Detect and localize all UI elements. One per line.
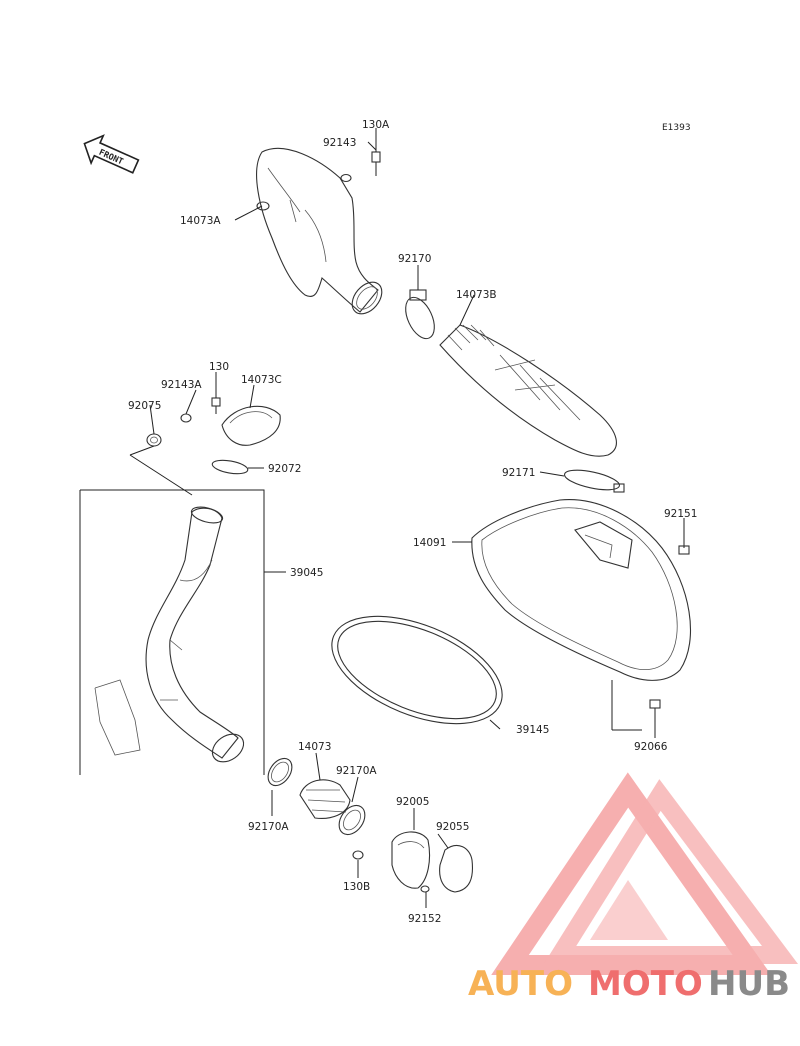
- part-label: 92005: [396, 796, 429, 808]
- duct-14073b: [439, 324, 617, 457]
- bolt-92066: [649, 699, 661, 722]
- part-label: 130B: [343, 881, 370, 893]
- leader-lines: [129, 128, 685, 908]
- svg-text:FRONT: FRONT: [97, 148, 124, 168]
- front-arrow-icon: FRONT: [83, 134, 140, 174]
- watermark-auto: AUTO: [468, 964, 573, 1004]
- cover-14091: [471, 499, 691, 681]
- clamp-92170: [405, 289, 435, 340]
- bolt-92151: [678, 530, 690, 555]
- part-label: 92170A: [336, 765, 377, 777]
- boot-14073: [299, 779, 351, 819]
- part-label: 14073: [298, 741, 331, 753]
- assembly-bracket: [79, 489, 265, 775]
- duct-92005: [391, 831, 431, 889]
- part-label: 92170A: [248, 821, 289, 833]
- watermark-logo-mark: [491, 772, 798, 975]
- part-label: 92143: [323, 137, 356, 149]
- part-label: 92143A: [161, 379, 202, 391]
- part-label: 39145: [516, 724, 549, 736]
- belt-39145: [331, 615, 503, 725]
- part-label: 92171: [502, 467, 535, 479]
- duct-39045: [145, 506, 245, 763]
- part-label: 92152: [408, 913, 441, 925]
- diagram-code: E1393: [662, 123, 691, 133]
- part-label: 92075: [128, 400, 161, 412]
- part-label: 14073C: [241, 374, 282, 386]
- clamp-92170a-right: [338, 804, 366, 836]
- part-label: 130A: [362, 119, 390, 131]
- part-label: 39045: [290, 567, 323, 579]
- part-label: 14073B: [456, 289, 497, 301]
- duct-14073a: [256, 147, 383, 315]
- part-label: 92170: [398, 253, 431, 265]
- part-label: 14091: [413, 537, 446, 549]
- clamp-92072: [211, 459, 249, 475]
- part-label: 14073A: [180, 215, 221, 227]
- watermark-moto: MOTO: [588, 964, 703, 1004]
- gasket-sheet: [94, 679, 141, 756]
- clamp-92170a-left: [267, 757, 293, 787]
- part-labels: 130A 92143 14073A 92170 14073B 130 92143…: [128, 119, 697, 925]
- gasket-92055: [439, 845, 474, 893]
- watermark-hub: HUB: [708, 964, 790, 1004]
- part-label: 130: [209, 361, 229, 373]
- part-label: 92151: [664, 508, 697, 520]
- boot-14073c: [221, 405, 281, 446]
- part-label: 92055: [436, 821, 469, 833]
- bolt-130b: [352, 850, 430, 893]
- bolt-130a: [340, 151, 381, 183]
- part-label: 92072: [268, 463, 301, 475]
- part-label: 92066: [634, 741, 668, 753]
- clamp-92171: [564, 469, 625, 493]
- watermark-text: AUTO MOTO HUB: [468, 964, 790, 1004]
